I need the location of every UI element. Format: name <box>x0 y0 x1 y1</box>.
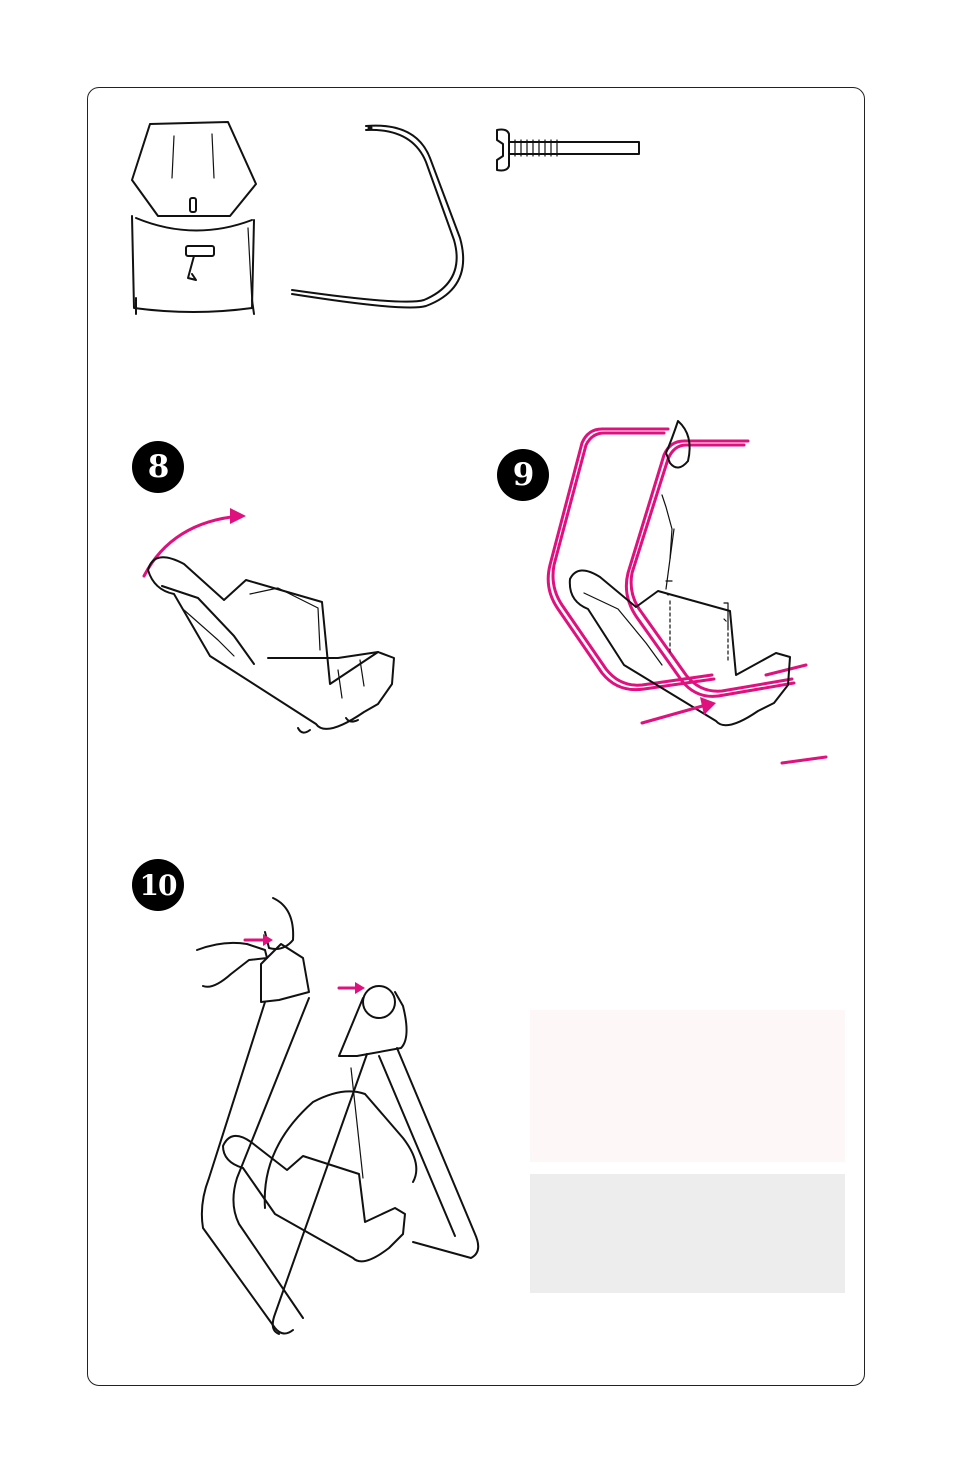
note-box-pink <box>530 1010 845 1162</box>
seat-pad-illustration <box>128 118 268 318</box>
step-10-badge: 10 <box>132 859 184 911</box>
seat-rotate-illustration <box>138 498 418 748</box>
bolt-illustration <box>493 126 643 176</box>
rotate-arrow-icon <box>230 508 246 524</box>
instruction-panel: 8 9 10 <box>87 87 865 1386</box>
push-arrow-icon <box>642 705 706 723</box>
frame-attach-illustration <box>538 413 828 753</box>
note-box-gray <box>530 1174 845 1293</box>
swing-assembly-illustration <box>183 878 503 1348</box>
step-8-badge: 8 <box>132 441 184 493</box>
seat-bar-illustration <box>288 118 468 318</box>
